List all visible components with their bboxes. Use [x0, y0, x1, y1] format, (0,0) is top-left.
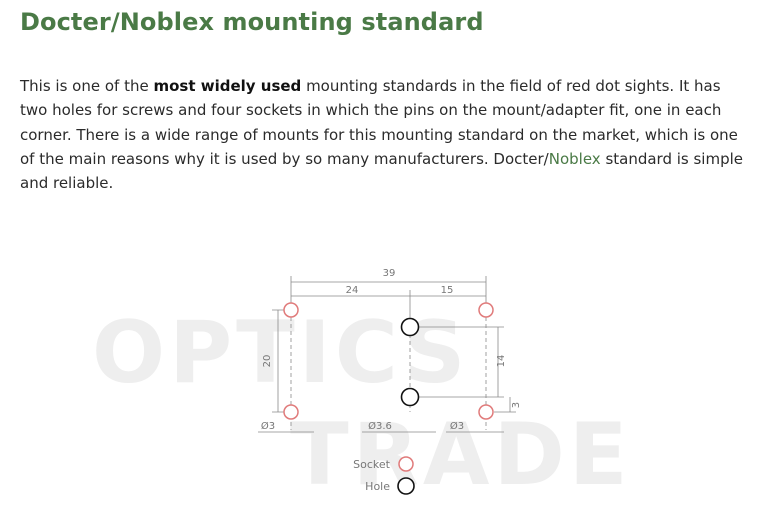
- hole-group: [400, 317, 420, 407]
- socket-top-left: [283, 302, 299, 318]
- intro-bold-text: most widely used: [153, 77, 302, 95]
- socket-bottom-left: [283, 404, 299, 420]
- dim-hole-diameter: Ø3.6: [368, 420, 392, 432]
- dim-socket-diameter-right: Ø3: [450, 420, 464, 432]
- dim-socket-diameter-left: Ø3: [261, 420, 275, 432]
- socket-group: [283, 302, 494, 420]
- socket-top-right: [478, 302, 494, 318]
- hole-bottom: [400, 387, 420, 407]
- dim-socket-spacing: 20: [262, 355, 273, 368]
- dim-hole-to-socket: 15: [441, 285, 454, 296]
- watermark: OPTICS TRADE: [92, 303, 632, 505]
- intro-text-2: mounting standards in the field of red d…: [20, 77, 738, 168]
- noblex-link[interactable]: Noblex: [548, 149, 601, 168]
- dim-socket-to-hole: 24: [346, 285, 359, 296]
- dim-hole-spacing: 14: [496, 355, 507, 368]
- legend-hole-circle-icon: [397, 477, 415, 495]
- watermark-line-1: OPTICS: [92, 303, 469, 403]
- socket-bottom-right: [478, 404, 494, 420]
- legend: Socket Hole: [353, 456, 415, 495]
- dim-total-width: 39: [383, 268, 396, 279]
- intro-text-1: This is one of the: [20, 77, 154, 95]
- legend-socket-circle-icon: [398, 456, 414, 472]
- legend-hole-label: Hole: [365, 480, 390, 493]
- intro-text-3: standard is simple and reliable.: [20, 149, 744, 193]
- dimension-labels: 39 24 15 20 14 3 Ø3 Ø3.6 Ø3: [261, 268, 522, 432]
- watermark-line-2: TRADE: [290, 405, 632, 505]
- page-title: Docter/Noblex mounting standard: [20, 8, 484, 36]
- intro-paragraph: This is one of the most widely used moun…: [20, 74, 750, 195]
- hole-top: [400, 317, 420, 337]
- dim-offset: 3: [511, 402, 522, 408]
- legend-socket-label: Socket: [353, 458, 391, 471]
